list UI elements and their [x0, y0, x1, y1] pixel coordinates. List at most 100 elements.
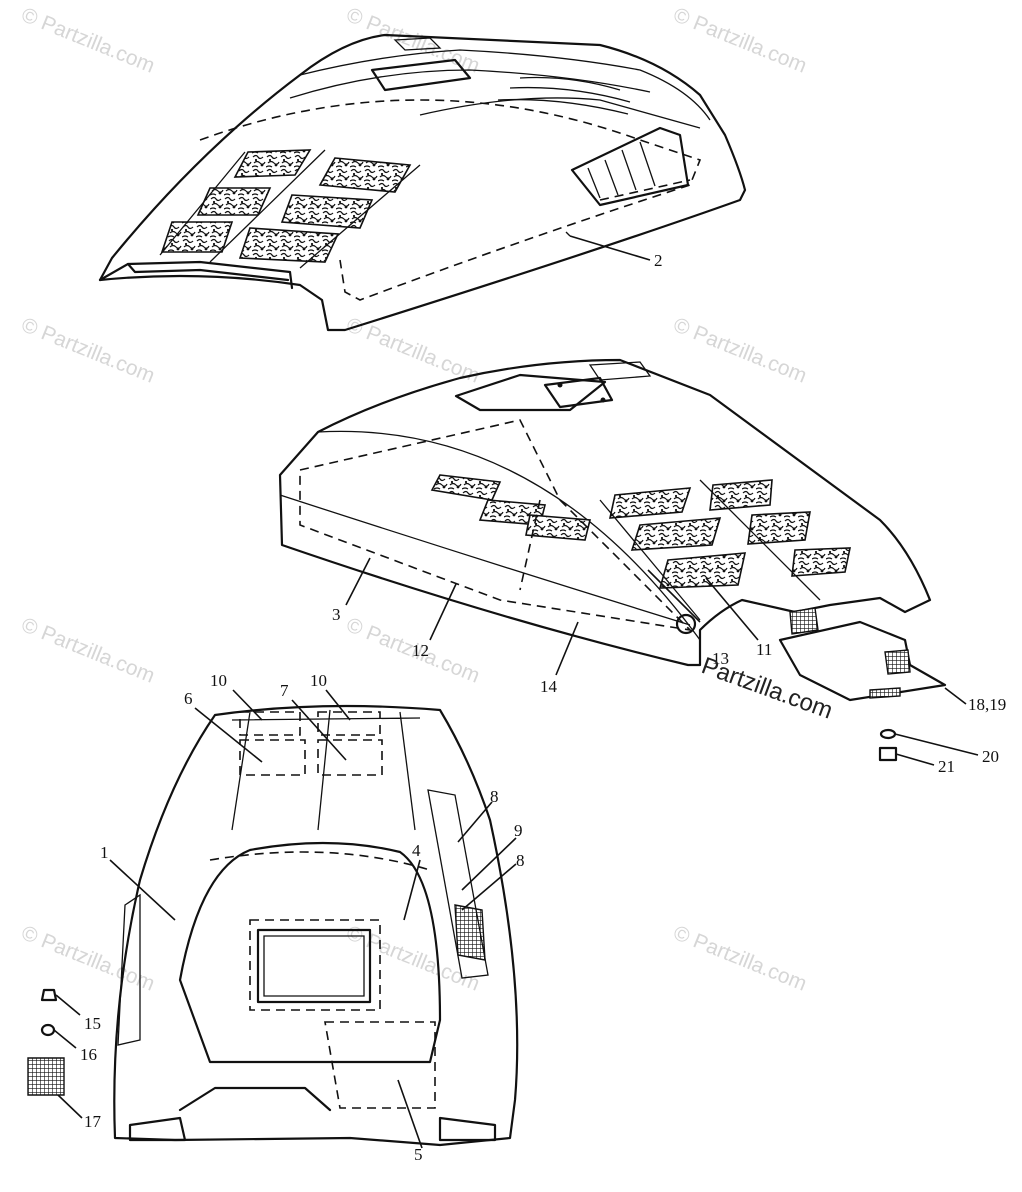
washer — [879, 728, 897, 740]
leader-line — [705, 577, 759, 641]
mesh-screen — [789, 607, 819, 635]
front-notch — [178, 1086, 332, 1112]
callout-label: 13 — [712, 649, 729, 668]
foam-pad — [630, 517, 722, 551]
foam-pad — [525, 514, 592, 541]
leader-line — [397, 1079, 423, 1149]
leader-line — [894, 733, 979, 756]
crown-line — [289, 69, 651, 99]
hood-side-view: 3 12 14 13 11 18,19 20 21 Partzilla.com — [278, 358, 1006, 776]
callout-label: 14 — [540, 677, 558, 696]
leader-line — [345, 557, 371, 606]
bolt — [878, 746, 898, 762]
callout-label: 17 — [84, 1112, 102, 1131]
pad-outline — [317, 739, 383, 776]
foam-pad — [196, 187, 272, 216]
pad-outline — [324, 1021, 436, 1109]
mesh-screen — [27, 1057, 65, 1096]
callout-label: 15 — [84, 1014, 101, 1033]
leader-line — [569, 235, 651, 261]
side-vent — [427, 789, 489, 979]
hood-crease — [279, 494, 691, 626]
crown-line — [299, 49, 711, 121]
callout-label: 18,19 — [968, 695, 1006, 714]
front-lip — [98, 260, 294, 290]
hood-outline — [278, 358, 932, 667]
hood-centerline — [317, 430, 701, 641]
callout-label: 1 — [100, 843, 109, 862]
callout-label: 20 — [982, 747, 999, 766]
watermark-text: © Partzilla.com — [670, 3, 810, 77]
callout-label: 4 — [412, 841, 421, 860]
hood-top-view: 2 — [98, 33, 747, 332]
watermark-text: © Partzilla.com — [18, 313, 158, 387]
callout-label: 10 — [210, 671, 227, 690]
foam-pad — [747, 511, 811, 545]
callout-label: 7 — [280, 681, 289, 700]
foam-pad — [280, 194, 374, 229]
callout-label: 3 — [332, 605, 341, 624]
side-vent — [117, 893, 141, 1046]
callout-label: 8 — [490, 787, 499, 806]
center-plate — [256, 928, 372, 1004]
leader-line — [895, 753, 935, 766]
leader-line — [194, 707, 263, 763]
fastener — [557, 382, 563, 388]
leader-line — [555, 621, 579, 676]
leader-line — [57, 1094, 83, 1119]
pad-outline — [317, 711, 381, 736]
foam-pad — [608, 487, 692, 519]
washer — [40, 1023, 56, 1037]
foam-pad — [318, 157, 412, 193]
side-vent — [570, 126, 690, 207]
foam-pad — [791, 547, 851, 577]
pad-outline — [239, 739, 306, 776]
decal-outline — [299, 419, 693, 632]
mesh-screen — [884, 649, 911, 675]
leader-line — [457, 801, 493, 843]
foam-pad — [430, 474, 502, 501]
foam-pad — [160, 221, 234, 253]
hood-outline — [98, 33, 747, 332]
callout-label: 12 — [412, 641, 429, 660]
leader-line — [461, 863, 517, 911]
leader-line — [944, 687, 967, 705]
leader-line — [55, 994, 81, 1016]
callout-label: 6 — [184, 689, 193, 708]
front-duct — [438, 1116, 497, 1142]
leader-line — [291, 699, 347, 761]
top-vent-frame — [454, 373, 607, 412]
foam-pad — [238, 227, 340, 263]
callout-label: 21 — [938, 757, 955, 776]
air-box-panel — [778, 620, 947, 702]
louver-dividers — [599, 479, 821, 621]
leader-line — [429, 583, 457, 641]
tunnel-outline — [209, 851, 431, 871]
callout-label: 9 — [514, 821, 523, 840]
leader-line — [109, 859, 176, 921]
decal-outline — [199, 99, 702, 301]
watermark-text: © Partzilla.com — [670, 921, 810, 995]
leader-line — [232, 689, 263, 721]
screw — [40, 988, 58, 1002]
tunnel-opening — [178, 841, 442, 1064]
watermark-text: © Partzilla.com — [18, 921, 158, 995]
fastener — [600, 397, 606, 403]
center-plate-outline — [249, 919, 381, 1011]
decal-outline — [599, 179, 691, 201]
hood-ribs — [231, 709, 421, 831]
leader-line — [53, 1029, 77, 1049]
top-vent-grill — [588, 361, 652, 381]
bumper-ring — [675, 613, 697, 635]
decal-outline — [519, 499, 541, 591]
top-vent-grill — [393, 37, 442, 51]
foam-pad — [233, 149, 312, 178]
side-vent-slats — [587, 141, 656, 199]
callout-label: 10 — [310, 671, 327, 690]
callout-label: 16 — [80, 1045, 97, 1064]
center-plate-inner — [263, 935, 365, 997]
front-lip-inner — [126, 262, 290, 282]
top-vent-plate — [543, 376, 614, 409]
callout-label: 5 — [414, 1145, 423, 1164]
hood-underside-view: 10 6 7 10 8 9 8 1 4 15 16 17 5 — [27, 671, 525, 1164]
